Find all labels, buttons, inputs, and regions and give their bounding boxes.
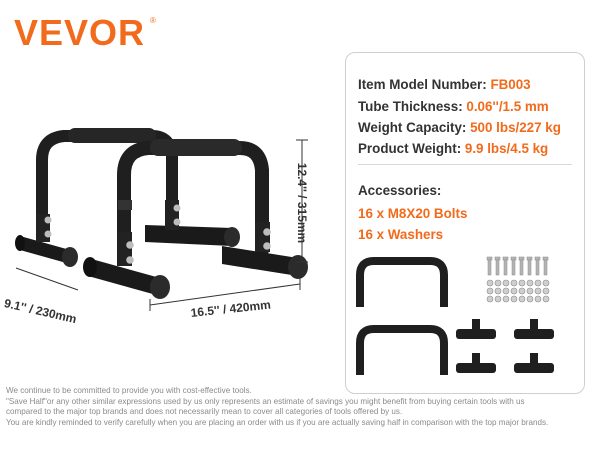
spec-tube-thickness: Tube Thickness: 0.06''/1.5 mm: [358, 99, 549, 114]
spec-value: 500 lbs/227 kg: [470, 120, 561, 135]
brand-logo: VEVOR ®: [14, 12, 156, 53]
disclaimer-line: We continue to be committed to provide y…: [6, 386, 252, 395]
card-divider: [358, 164, 572, 165]
spec-card: Item Model Number: FB003 Tube Thickness:…: [345, 52, 585, 394]
spec-model-number: Item Model Number: FB003: [358, 77, 531, 92]
foot-part-2: [514, 319, 554, 339]
registered-mark: ®: [150, 16, 156, 25]
length-dimension-line: [149, 283, 301, 306]
accessory-bolts: 16 x M8X20 Bolts: [358, 206, 468, 221]
spec-weight-capacity: Weight Capacity: 500 lbs/227 kg: [358, 120, 561, 135]
disclaimer-footer: We continue to be committed to provide y…: [6, 386, 596, 428]
parallettes-illustration: [15, 128, 308, 311]
front-parallette: [83, 139, 308, 299]
spec-value: 0.06''/1.5 mm: [466, 99, 549, 114]
handle-frame-1: [356, 257, 448, 307]
accessories-title: Accessories:: [358, 183, 442, 198]
washers-group: [486, 279, 550, 303]
logo-text: VEVOR: [14, 12, 146, 53]
width-dimension-line: [15, 267, 79, 291]
disclaimer-line: compared to the major top brands and doe…: [6, 407, 403, 416]
foot-part-4: [514, 353, 554, 373]
height-dimension-label: 12.4'' / 315mm: [295, 162, 310, 244]
spec-label: Item Model Number:: [358, 77, 491, 92]
spec-label: Product Weight:: [358, 141, 465, 156]
spec-label: Tube Thickness:: [358, 99, 467, 114]
accessory-washers: 16 x Washers: [358, 227, 444, 242]
bolts-group: [486, 256, 549, 276]
spec-value: 9.9 lbs/4.5 kg: [464, 141, 549, 156]
disclaimer-line: You are kindly reminded to verify carefu…: [6, 417, 549, 427]
spec-label: Weight Capacity:: [358, 120, 471, 135]
spec-value: FB003: [490, 77, 531, 92]
foot-part-1: [456, 319, 496, 339]
foot-part-3: [456, 353, 496, 373]
spec-product-weight: Product Weight: 9.9 lbs/4.5 kg: [358, 141, 548, 156]
disclaimer-line: "Save Half"or any other similar expressi…: [6, 396, 525, 406]
parts-illustration: [356, 256, 554, 375]
handle-frame-2: [356, 325, 448, 375]
